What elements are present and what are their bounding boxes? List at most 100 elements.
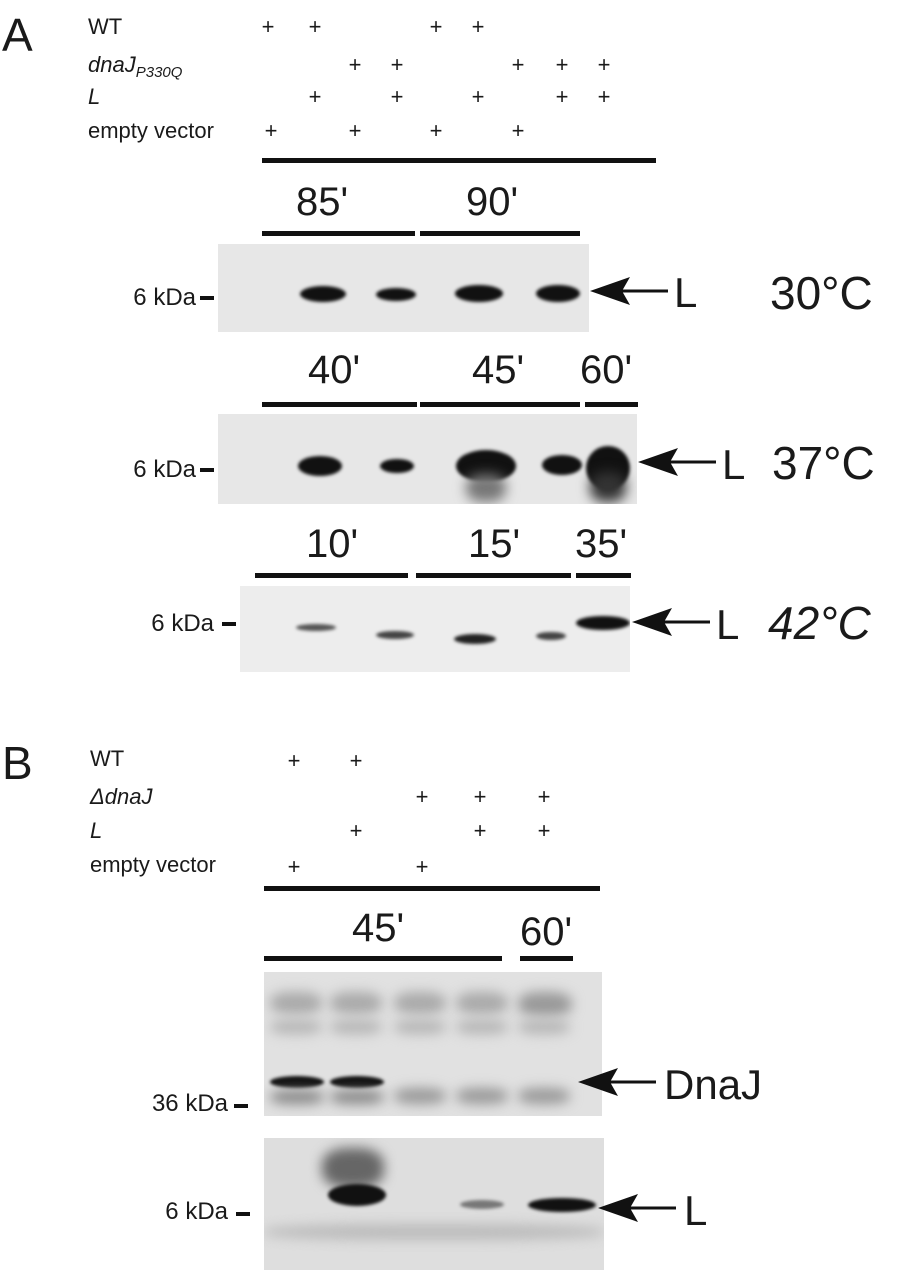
time-label-45: 45' bbox=[352, 906, 405, 950]
plus-sign: + bbox=[415, 854, 429, 879]
row-label-wt: WT bbox=[88, 14, 123, 39]
temp-label-30c: 30°C bbox=[770, 267, 873, 319]
l-band bbox=[460, 1200, 504, 1209]
plus-sign: + bbox=[415, 784, 429, 809]
plus-sign: + bbox=[537, 784, 551, 809]
plus-sign: + bbox=[264, 118, 278, 143]
l-band bbox=[328, 1184, 386, 1206]
plus-sign: + bbox=[471, 84, 485, 109]
time-label-45: 45' bbox=[472, 348, 525, 392]
l-band bbox=[542, 455, 582, 475]
background-band bbox=[518, 1088, 570, 1104]
plus-sign: + bbox=[287, 748, 301, 773]
panel-b-letter: B bbox=[2, 737, 33, 789]
mw-label-6kda: 6 kDa bbox=[151, 610, 214, 637]
l-band bbox=[298, 456, 342, 476]
divider-line bbox=[264, 886, 600, 891]
plus-sign: + bbox=[597, 52, 611, 77]
time-bar bbox=[262, 231, 415, 236]
plus-sign: + bbox=[261, 14, 275, 39]
background-band bbox=[330, 1020, 382, 1034]
band-smear bbox=[322, 1148, 384, 1188]
plus-sign: + bbox=[511, 118, 525, 143]
plus-sign: + bbox=[537, 818, 551, 843]
arrow-left-icon bbox=[590, 277, 668, 305]
row-label-l: L bbox=[90, 818, 103, 843]
background-band bbox=[264, 1224, 604, 1240]
plus-sign: + bbox=[390, 52, 404, 77]
plus-sign: + bbox=[473, 784, 487, 809]
row-label-delta-dnaj: ΔdnaJ bbox=[90, 784, 153, 809]
band-label-l: L bbox=[684, 1187, 708, 1234]
plus-sign: + bbox=[555, 52, 569, 77]
l-band bbox=[536, 632, 566, 640]
time-bar bbox=[585, 402, 638, 407]
background-band bbox=[330, 1090, 384, 1104]
divider-line bbox=[262, 158, 656, 163]
l-band bbox=[455, 285, 503, 302]
l-band bbox=[454, 634, 496, 644]
background-band bbox=[518, 1020, 570, 1034]
l-band bbox=[528, 1198, 596, 1212]
background-band bbox=[330, 992, 382, 1014]
background-band bbox=[456, 1020, 508, 1034]
band-smear bbox=[466, 474, 506, 502]
plus-sign: + bbox=[308, 14, 322, 39]
mw-label-6kda: 6 kDa bbox=[165, 1198, 228, 1225]
row-label-wt: WT bbox=[90, 746, 125, 771]
background-band bbox=[456, 992, 508, 1014]
l-band bbox=[576, 616, 630, 630]
plus-sign: + bbox=[390, 84, 404, 109]
time-bar bbox=[262, 402, 417, 407]
blot-42c bbox=[240, 586, 630, 672]
panel-a-letter: A bbox=[2, 9, 33, 61]
plus-sign: + bbox=[349, 748, 363, 773]
plus-sign: + bbox=[597, 84, 611, 109]
row-label-empty-vector: empty vector bbox=[88, 118, 214, 143]
arrow-left-icon bbox=[578, 1068, 656, 1096]
temp-label-37c: 37°C bbox=[772, 437, 875, 489]
arrow-left-icon bbox=[598, 1194, 676, 1222]
time-label-15: 15' bbox=[468, 522, 521, 566]
time-label-60: 60' bbox=[580, 348, 633, 392]
band-label-l: L bbox=[722, 441, 746, 488]
time-bar bbox=[420, 402, 580, 407]
row-label-dnaj-p330q: dnaJP330Q bbox=[88, 52, 183, 81]
plus-sign: + bbox=[348, 118, 362, 143]
blot-30c bbox=[218, 244, 589, 332]
l-band bbox=[376, 288, 416, 301]
arrow-left-icon bbox=[632, 608, 710, 636]
time-label-40: 40' bbox=[308, 348, 361, 392]
l-band bbox=[376, 631, 414, 639]
row-label-l: L bbox=[88, 84, 101, 109]
time-label-60: 60' bbox=[520, 910, 573, 954]
plus-sign: + bbox=[308, 84, 322, 109]
background-band bbox=[394, 1088, 446, 1104]
dnaj-band bbox=[330, 1076, 384, 1088]
mw-tick bbox=[236, 1212, 250, 1216]
background-band bbox=[270, 992, 322, 1014]
background-band bbox=[518, 992, 572, 1016]
time-bar bbox=[420, 231, 580, 236]
arrow-left-icon bbox=[638, 448, 716, 476]
time-label-85: 85' bbox=[296, 180, 349, 224]
background-band bbox=[394, 992, 446, 1014]
band-label-dnaj: DnaJ bbox=[664, 1061, 763, 1108]
mw-tick bbox=[200, 468, 214, 472]
blot-dnaj bbox=[264, 972, 602, 1116]
band-smear bbox=[590, 472, 626, 502]
plus-sign: + bbox=[429, 14, 443, 39]
plus-sign: + bbox=[349, 818, 363, 843]
plus-sign: + bbox=[471, 14, 485, 39]
band-label-l: L bbox=[674, 269, 698, 316]
time-bar bbox=[520, 956, 573, 961]
plus-sign: + bbox=[511, 52, 525, 77]
dnaj-band bbox=[270, 1076, 324, 1088]
background-band bbox=[394, 1020, 446, 1034]
l-band bbox=[380, 459, 414, 473]
time-label-35: 35' bbox=[575, 522, 628, 566]
mw-tick bbox=[222, 622, 236, 626]
l-band bbox=[296, 624, 336, 631]
plus-sign: + bbox=[287, 854, 301, 879]
